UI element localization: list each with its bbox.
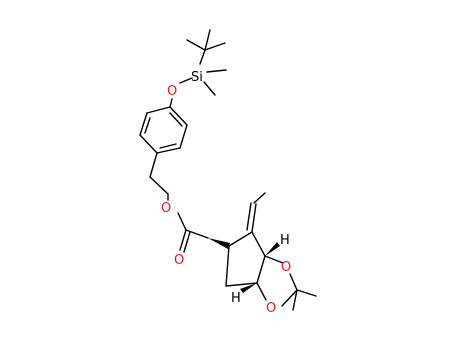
- dioxolane-ring: [256, 255, 298, 307]
- bond: [289, 273, 298, 291]
- cyclopentane-ring: [225, 231, 266, 287]
- bond: [225, 282, 258, 287]
- bond: [256, 282, 267, 301]
- silicon-label: Si: [191, 70, 203, 85]
- ethylidene-double-bond: [251, 203, 257, 233]
- bond: [169, 106, 188, 126]
- benzene-ring: [139, 106, 188, 154]
- oxygen-label: O: [281, 260, 291, 275]
- hydrogen-label: H: [231, 291, 241, 306]
- bond: [203, 81, 216, 96]
- carbonyl-bond: [179, 229, 187, 251]
- bond: [179, 77, 193, 84]
- carbonyl-bond: [183, 231, 191, 253]
- oxygen-label: O: [167, 84, 177, 99]
- bond: [204, 42, 226, 51]
- aromatic-inner-bond: [159, 143, 177, 149]
- oxygen-label: O: [174, 253, 184, 268]
- bond: [225, 245, 230, 287]
- bond: [179, 124, 188, 149]
- bond: [149, 176, 169, 195]
- bond: [139, 112, 148, 136]
- bond: [228, 231, 253, 247]
- bond: [256, 255, 266, 284]
- oxygen-label: O: [266, 301, 276, 316]
- stereo-wedge: [240, 283, 257, 293]
- aromatic-inner-bond: [169, 112, 183, 127]
- bond: [292, 289, 298, 311]
- si-methyl-groups: [203, 69, 227, 96]
- stereo-wedge: [208, 238, 230, 249]
- hydrogen-label: H: [280, 233, 290, 248]
- bond: [296, 289, 317, 297]
- bond: [251, 231, 266, 257]
- bond: [139, 134, 158, 154]
- bond: [253, 192, 266, 204]
- bond: [281, 289, 298, 307]
- bond: [177, 212, 187, 231]
- bond: [186, 39, 206, 51]
- tert-butyl-group: [186, 29, 226, 65]
- stereo-wedge: [265, 242, 280, 256]
- bond: [146, 106, 171, 114]
- bond: [204, 29, 211, 51]
- ethylidene-double-bond: [246, 202, 252, 231]
- aromatic-inner-bond: [144, 117, 151, 134]
- bond: [185, 229, 209, 239]
- bond: [206, 69, 227, 73]
- bond: [199, 49, 206, 65]
- bond: [264, 255, 284, 264]
- oxygen-label: O: [161, 201, 171, 216]
- bond: [156, 147, 181, 154]
- bond: [149, 152, 158, 178]
- bond: [169, 98, 173, 108]
